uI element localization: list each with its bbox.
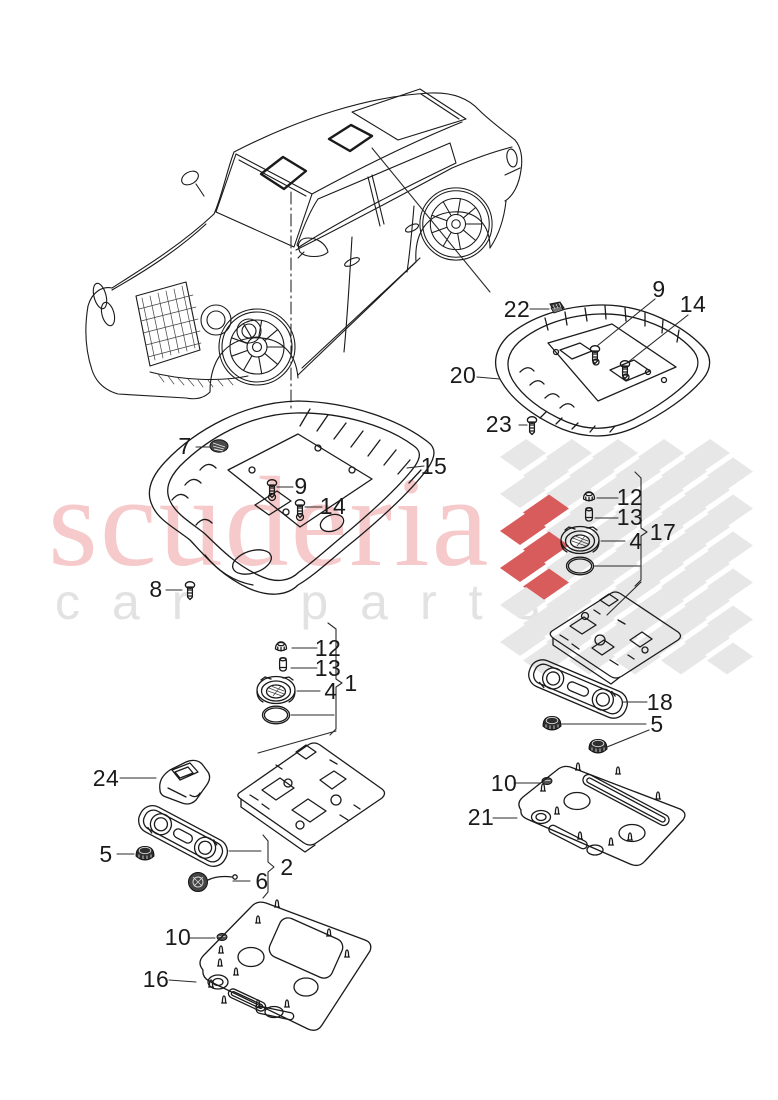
callout-18: 18 [647,689,674,715]
callout-5-left: 5 [99,841,112,867]
callout-2: 2 [280,854,293,880]
clip-22 [549,301,565,314]
callout-14-left: 14 [320,493,347,519]
watermark-checker-flag [500,439,753,675]
grommet-5-left [135,846,155,861]
grommet-5-right-b [588,739,608,754]
callout-20-leader [476,376,501,380]
trim-panel-16 [199,899,372,1031]
bracket-17 [634,471,648,587]
callout-7: 7 [178,433,191,459]
lens-plate-left [137,805,229,867]
callout-labels: 22 9 14 20 23 7 15 9 14 8 12 13 4 17 18 … [93,276,707,992]
screw-23 [526,416,538,436]
callout-6: 6 [255,868,268,894]
screw-8 [184,581,196,601]
callout-13-center: 13 [315,655,342,681]
console-housing-15 [148,400,435,595]
callout-14-right-leader [626,314,689,364]
lamp-assembly-right [560,471,648,616]
callout-12-center: 12 [315,635,342,661]
oring-center [261,705,291,725]
grommet-5-right-a [542,716,562,731]
nut-12-center [274,641,288,652]
callout-15-leader [406,465,425,469]
bulb-13-center [278,656,288,672]
marker-leader-rear [371,147,491,293]
callout-4-center: 4 [324,678,337,704]
rear-wheel [419,187,493,261]
lens-plate-18 [528,659,628,719]
callout-24: 24 [93,765,120,791]
console-housing-20 [494,304,711,437]
callout-5-right: 5 [650,711,663,737]
callout-4-right: 4 [629,528,642,554]
roof-marker-rear [327,123,374,153]
callout-9-right-leader [596,298,656,347]
callout-10-left: 10 [165,924,192,950]
callout-14-right: 14 [680,291,707,317]
callout-10-right: 10 [491,770,518,796]
car-illustration [85,88,523,400]
bracket-2 [262,834,275,899]
lamp-4-center [256,675,296,705]
lamp-assembly-center [256,622,343,754]
bracket-1-pointer [257,730,337,754]
callout-5-right-leader [561,723,650,748]
callout-16: 16 [143,966,170,992]
lamp-module-right [549,591,682,685]
callout-9-left: 9 [294,473,307,499]
callout-20: 20 [450,362,477,388]
switch-24 [159,759,211,805]
callout-12-right: 12 [617,484,644,510]
callout-1: 1 [344,670,357,696]
callout-8: 8 [149,576,162,602]
roof-marker-front [259,155,308,191]
callout-21: 21 [468,804,495,830]
callout-9-right: 9 [652,276,665,302]
front-wheel [218,308,296,386]
bulb-holder-6 [188,872,238,892]
lamp-module-center [237,742,386,853]
callout-17: 17 [650,519,677,545]
callout-13-right: 13 [617,504,644,530]
clip-7 [209,439,229,453]
callout-23: 23 [486,411,513,437]
callout-16-leader [168,979,197,983]
callout-22: 22 [504,296,531,322]
callout-15: 15 [421,453,448,479]
callout-leader-lines [116,298,689,983]
trim-panel-21 [518,762,686,867]
bracket-1 [327,622,343,736]
bracket-17-pointer [606,581,642,616]
